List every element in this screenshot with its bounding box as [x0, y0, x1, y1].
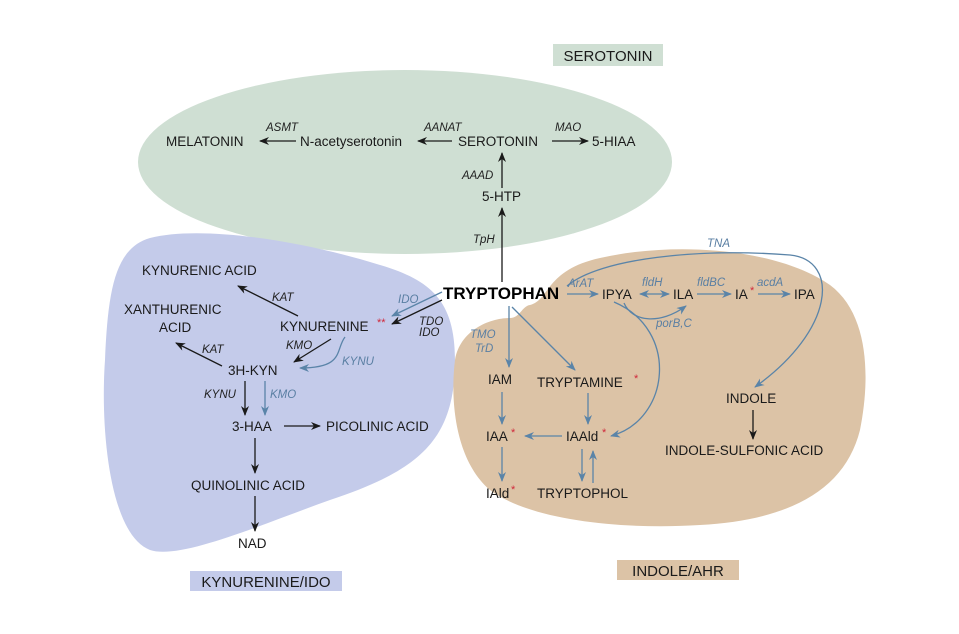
- enzyme-fldbc: fldBC: [697, 277, 726, 289]
- node-iam: IAM: [488, 372, 512, 387]
- iald-asterisk: *: [511, 484, 516, 496]
- node-ipya: IPYA: [602, 287, 632, 302]
- enzyme-aanat: AANAT: [423, 122, 462, 134]
- enzyme-asmt: ASMT: [265, 122, 299, 134]
- indole-region: [453, 249, 866, 527]
- enzyme-porbc: porB,C: [655, 318, 692, 330]
- arrow-ipya-to-ila-porbc: [623, 302, 687, 320]
- node-3h-kyn: 3H-KYN: [228, 363, 278, 378]
- indole-region-label: INDOLE/AHR: [632, 563, 724, 580]
- kynurenine-region: [103, 233, 455, 552]
- arrow-tryptophan-to-indole-tna: [566, 252, 823, 388]
- node-ia: IA: [735, 287, 748, 302]
- enzyme-kmo: KMO: [286, 340, 312, 352]
- indole-badge: [617, 560, 739, 580]
- node-kynurenine: KYNURENINE: [280, 319, 369, 334]
- kynurenine-region-label: KYNURENINE/IDO: [201, 574, 330, 591]
- node-quinolinic-acid: QUINOLINIC ACID: [191, 478, 305, 493]
- ia-asterisk: *: [750, 285, 755, 297]
- arrow-kynurenine-to-3hkyn-kynu: [299, 336, 346, 372]
- enzyme-trd: TrD: [475, 343, 493, 355]
- node-iaa: IAA: [486, 429, 508, 444]
- node-ipa: IPA: [794, 287, 815, 302]
- enzyme-kynu-blue: KYNU: [342, 356, 375, 368]
- enzyme-kat-1: KAT: [272, 292, 294, 304]
- node-xanthurenic-acid-line2: ACID: [159, 320, 192, 335]
- enzyme-ido-blue: IDO: [398, 294, 419, 306]
- arrow-3hkyn-to-xanthurenic: [175, 342, 223, 367]
- arrow-kynurenine-to-3hkyn: [293, 338, 332, 363]
- node-ila: ILA: [673, 287, 693, 302]
- node-iaald: IAAld: [566, 429, 598, 444]
- arrow-tryptophan-to-kynurenine-tdo: [391, 299, 443, 325]
- enzyme-tdo: TDO: [419, 316, 443, 328]
- enzyme-ido: IDO: [419, 327, 440, 339]
- serotonin-badge: [553, 44, 663, 66]
- node-picolinic-acid: PICOLINIC ACID: [326, 419, 429, 434]
- node-serotonin: SEROTONIN: [458, 134, 538, 149]
- node-tryptophol: TRYPTOPHOL: [537, 486, 629, 501]
- node-melatonin: MELATONIN: [166, 134, 244, 149]
- node-nad: NAD: [238, 536, 267, 551]
- node-5-hiaa: 5-HIAA: [592, 134, 636, 149]
- serotonin-region-label: SEROTONIN: [564, 48, 653, 65]
- arrow-kynurenine-to-kynurenic: [237, 285, 299, 317]
- iaald-asterisk: *: [602, 427, 607, 439]
- node-tryptamine: TRYPTAMINE: [537, 375, 623, 390]
- node-indole: INDOLE: [726, 391, 776, 406]
- enzyme-kmo-blue: KMO: [270, 389, 296, 401]
- enzyme-tph: TpH: [473, 234, 495, 246]
- enzyme-tna: TNA: [707, 238, 730, 250]
- serotonin-region: [138, 70, 672, 254]
- enzyme-kat-2: KAT: [202, 344, 224, 356]
- node-3-haa: 3-HAA: [232, 419, 272, 434]
- kynurenine-badge: [190, 571, 342, 591]
- iaa-asterisk: *: [511, 427, 516, 439]
- enzyme-mao: MAO: [555, 122, 581, 134]
- node-xanthurenic-acid-line1: XANTHURENIC: [124, 302, 222, 317]
- node-tryptophan: TRYPTOPHAN: [443, 284, 559, 303]
- node-iald: IAld: [486, 486, 509, 501]
- node-indole-sulfonic-acid: INDOLE-SULFONIC ACID: [665, 443, 824, 458]
- tryptamine-asterisk: *: [634, 373, 639, 385]
- enzyme-arat: ArAT: [567, 278, 594, 290]
- enzyme-acda: acdA: [757, 277, 784, 289]
- node-kynurenic-acid: KYNURENIC ACID: [142, 263, 257, 278]
- arrow-tryptophan-to-tryptamine: [511, 306, 576, 371]
- kynurenine-double-asterisk: **: [377, 317, 386, 329]
- arrow-ipya-to-iaald: [610, 301, 661, 438]
- arrow-tryptophan-to-kynurenine-ido: [391, 291, 443, 317]
- enzyme-kynu: KYNU: [204, 389, 237, 401]
- enzyme-aaad: AAAD: [461, 170, 493, 182]
- node-n-acetylserotonin: N-acetyserotonin: [300, 134, 402, 149]
- enzyme-tmo: TMO: [470, 329, 496, 341]
- node-5-htp: 5-HTP: [482, 189, 521, 204]
- enzyme-fldh: fldH: [642, 277, 663, 289]
